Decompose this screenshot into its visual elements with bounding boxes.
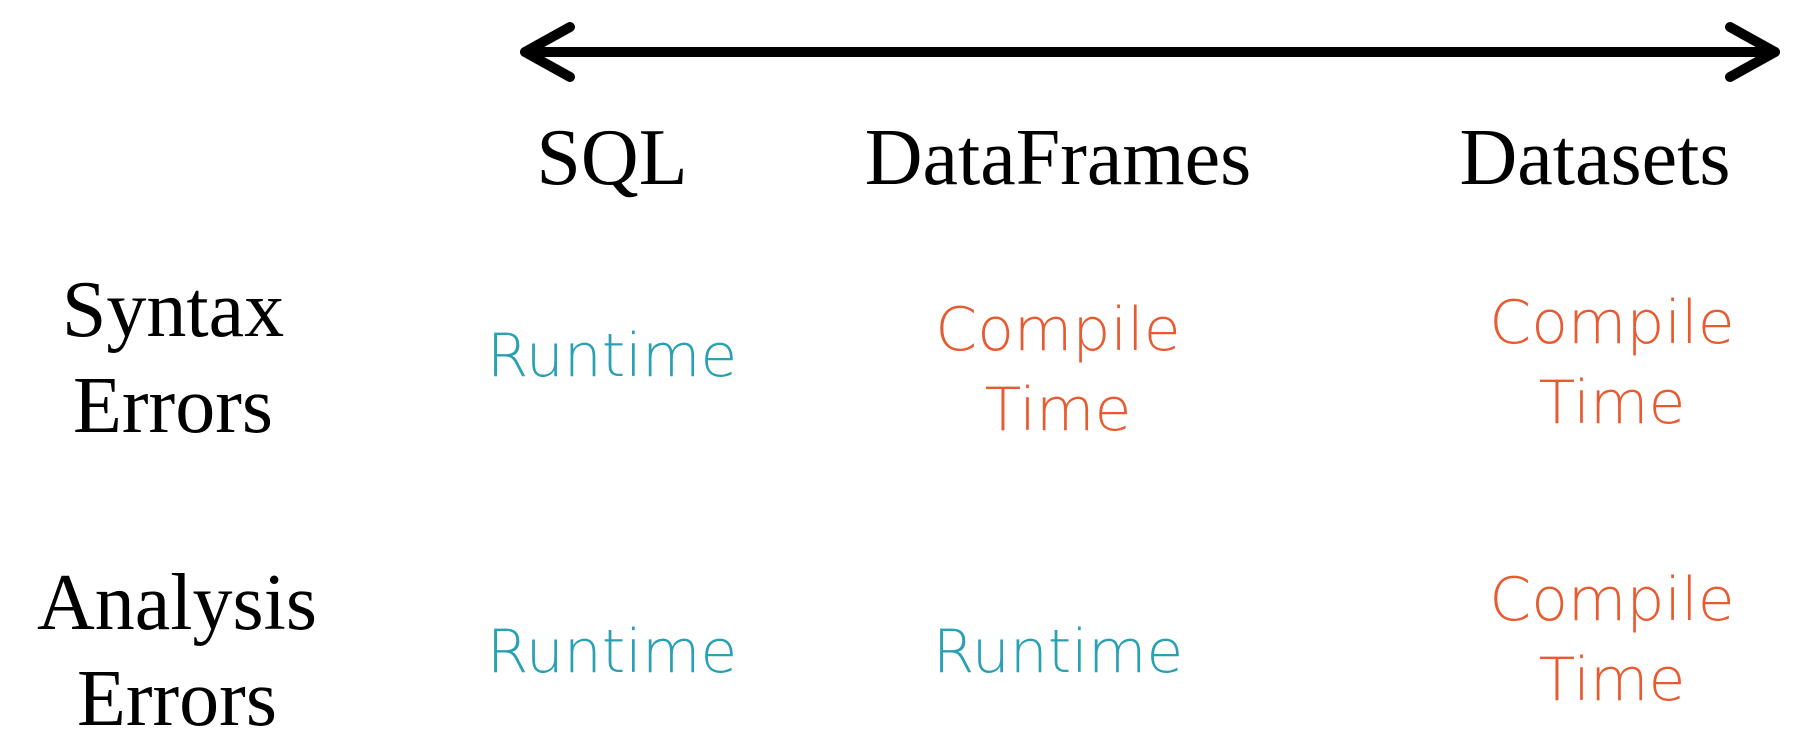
cell-line: Runtime (932, 617, 1184, 687)
row-header-analysis-errors: Analysis Errors (37, 555, 317, 747)
cell-analysis-datasets: Compile Time (1489, 560, 1734, 720)
cell-syntax-sql: Runtime (487, 316, 738, 396)
column-header-datasets: Datasets (1459, 114, 1731, 202)
cell-line: Time (1538, 645, 1686, 715)
double-headed-arrow-icon (520, 22, 1780, 82)
cell-line: Compile (1489, 565, 1735, 635)
cell-line: Runtime (486, 617, 738, 687)
cell-line: Compile (935, 295, 1181, 365)
cell-analysis-sql: Runtime (487, 612, 738, 692)
cell-line: Compile (1489, 288, 1735, 358)
row-header-line: Analysis (37, 559, 317, 647)
cell-analysis-dataframes: Runtime (933, 612, 1184, 692)
column-header-dataframes: DataFrames (864, 114, 1252, 202)
cell-line: Time (984, 375, 1132, 445)
cell-line: Time (1538, 368, 1686, 438)
row-header-line: Errors (77, 655, 277, 743)
row-header-line: Errors (73, 362, 273, 450)
cell-syntax-dataframes: Compile Time (935, 290, 1180, 450)
column-header-sql: SQL (536, 114, 688, 202)
cell-line: Runtime (486, 321, 738, 391)
row-header-line: Syntax (61, 266, 285, 354)
cell-syntax-datasets: Compile Time (1489, 283, 1734, 443)
row-header-syntax-errors: Syntax Errors (62, 262, 284, 454)
